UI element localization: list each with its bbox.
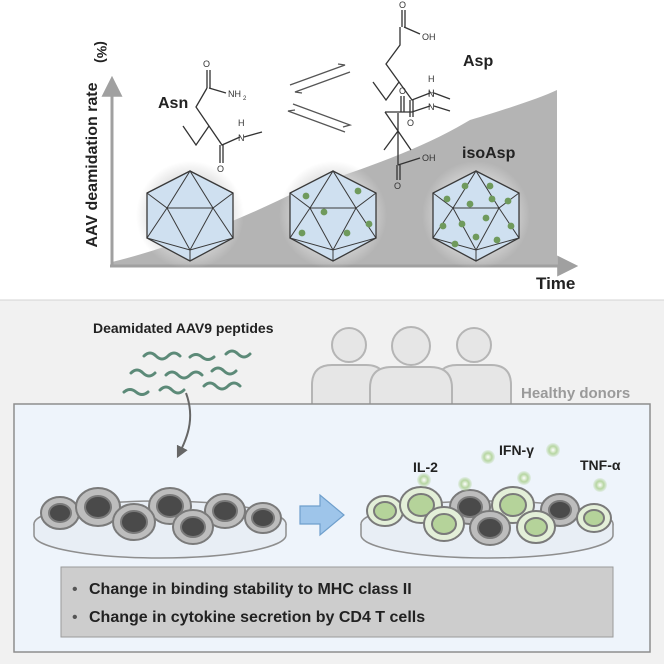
asn-nh2-sub: 2 (243, 96, 247, 102)
asn-label: Asn (158, 95, 188, 112)
t-cell (244, 502, 282, 534)
t-cell (75, 487, 121, 527)
activated-t-cell (576, 503, 612, 533)
cytokine-droplet (593, 478, 607, 492)
isoasp-o-bottom: O (394, 181, 401, 191)
asp-label: Asp (463, 53, 493, 70)
t-cell (469, 510, 511, 546)
isoasp-n: N (428, 102, 435, 112)
asn-molecule (182, 70, 263, 163)
peptide-strand (210, 366, 238, 376)
y-axis-label: AAV deamidation rate (84, 82, 101, 247)
t-cell (172, 509, 214, 545)
donor-figure (436, 327, 512, 406)
asp-molecule (372, 10, 451, 117)
donors-label: Healthy donors (521, 385, 630, 402)
peptide-strand (224, 349, 252, 359)
deamidation-chart-panel: AAV deamidation rate (%) Time O NH 2 H N… (84, 0, 579, 293)
peptides-label: Deamidated AAV9 peptides (93, 320, 274, 336)
deamidation-dots-many (439, 182, 515, 248)
capsid-partially-deamidated (279, 161, 387, 269)
activated-t-cell (366, 495, 404, 527)
isoasp-label: isoAsp (462, 145, 516, 162)
isoasp-oh: OH (422, 153, 436, 163)
peptide-strand (188, 353, 216, 361)
t-cell (112, 503, 156, 541)
finding-cytokine-secretion: Change in cytokine secretion by CD4 T ce… (89, 609, 425, 626)
stimulation-arrow (299, 493, 345, 537)
cytokine-droplet (417, 473, 431, 487)
asp-o-bottom: O (407, 118, 414, 128)
t-cell (40, 496, 80, 530)
cytokine-droplet (517, 471, 531, 485)
peptide-strand (164, 370, 204, 380)
finding-binding-stability: Change in binding stability to MHC class… (89, 581, 412, 598)
isoasp-molecule (383, 96, 451, 180)
x-axis-label: Time (536, 274, 575, 293)
asp-oh: OH (422, 32, 436, 42)
assay-panel: Deamidated AAV9 peptides (0, 299, 664, 664)
cytokine-il2: IL-2 (413, 459, 438, 475)
capsid-intact (136, 161, 244, 269)
t-cells-activated (366, 486, 612, 546)
healthy-donors (311, 326, 512, 408)
peptide-addition-arrow (176, 392, 192, 459)
cytokine-droplet (458, 477, 472, 491)
cytokine-droplet (546, 443, 560, 457)
donor-figure (369, 326, 453, 408)
asn-o-top: O (203, 59, 210, 69)
peptide-strand (122, 388, 150, 396)
cytokine-ifng: IFN-γ (499, 442, 534, 458)
asn-o-bottom: O (217, 164, 224, 174)
isoasp-h: H (428, 88, 435, 98)
culture-dish-before (33, 487, 287, 559)
peptide-strand (129, 368, 157, 378)
activated-t-cell (516, 510, 556, 544)
peptide-strand (142, 351, 182, 361)
cytokine-droplets (417, 443, 607, 492)
cytokine-tnfa: TNF-α (580, 457, 621, 473)
asp-o-top: O (399, 0, 406, 10)
peptide-strand (158, 385, 186, 395)
asn-nh2: NH (228, 89, 241, 99)
asn-h: H (238, 118, 245, 128)
equilibrium-arrow-isoasp (287, 103, 353, 133)
asp-h: H (428, 74, 435, 84)
deamidation-dots-few (298, 187, 373, 237)
isoasp-o-top: O (399, 86, 406, 96)
findings-box (60, 566, 614, 638)
culture-dish-after (360, 486, 614, 559)
peptide-strand (202, 381, 242, 391)
t-cells-resting (40, 487, 282, 545)
finding-bullet: • (72, 609, 78, 626)
finding-bullet: • (72, 581, 78, 598)
asp-n: N (428, 89, 435, 99)
equilibrium-arrow-asp (289, 63, 351, 94)
deamidated-peptides (122, 349, 252, 396)
cytokine-droplet (481, 450, 495, 464)
asn-n: N (238, 133, 245, 143)
y-axis-unit: (%) (94, 41, 110, 63)
activated-t-cell (423, 506, 465, 542)
t-cell (204, 493, 246, 529)
capsid-highly-deamidated (422, 161, 530, 269)
